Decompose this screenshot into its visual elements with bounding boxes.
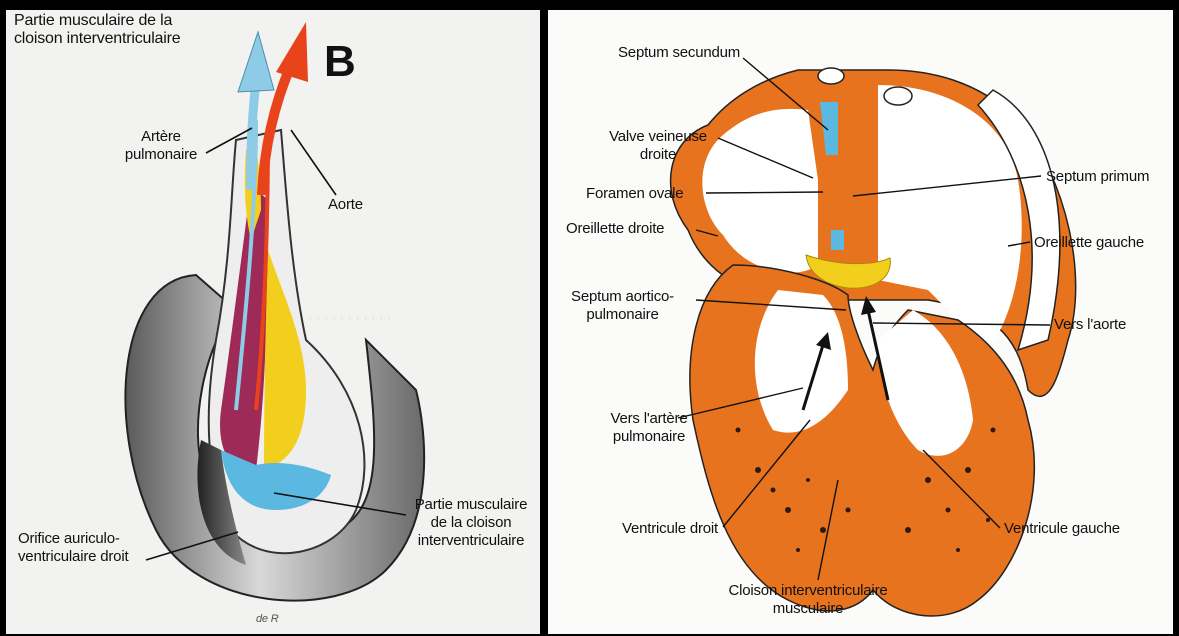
label-muscular-top: Partie musculaire de la cloison interven… <box>14 12 264 48</box>
label-vers-aorte: Vers l'aorte <box>1054 316 1126 334</box>
label-av-orifice: Orifice auriculo- ventriculaire droit <box>18 530 178 566</box>
label-valve-veineuse: Valve veineuse droite <box>593 128 723 164</box>
label-septum-secundum: Septum secundum <box>618 44 740 62</box>
label-oreillette-droite: Oreillette droite <box>566 220 664 238</box>
right-panel-heart-section: Septum secundum Valve veineuse droite Fo… <box>548 10 1173 634</box>
blue-arrow-shaft <box>251 80 256 190</box>
red-arrow-head <box>276 22 308 82</box>
label-ventricule-gauche: Ventricule gauche <box>1004 520 1120 538</box>
label-muscular-bottom: Partie musculaire de la cloison interven… <box>406 496 536 550</box>
label-oreillette-gauche: Oreillette gauche <box>1034 234 1144 252</box>
label-aorta: Aorte <box>328 196 363 214</box>
leader-foramen-ovale <box>706 192 823 193</box>
label-vers-artere: Vers l'artère pulmonaire <box>594 410 704 446</box>
septum-primum-blue <box>831 230 844 250</box>
artist-signature: de R <box>256 610 278 628</box>
panel-letter-b: B <box>324 40 356 84</box>
left-panel-conotruncal-septation: · · · · · · · · · · · · · · · <box>6 10 540 634</box>
label-pulmonary-artery: Artère pulmonaire <box>116 128 206 164</box>
label-septum-primum: Septum primum <box>1046 168 1149 186</box>
label-foramen-ovale: Foramen ovale <box>586 185 683 203</box>
label-ventricule-droit: Ventricule droit <box>622 520 718 538</box>
vessel-opening-right <box>884 87 912 105</box>
vessel-opening-left <box>818 68 844 84</box>
label-septum-aortico: Septum aortico- pulmonaire <box>550 288 695 324</box>
leader-aorta <box>291 130 336 195</box>
label-cloison: Cloison interventriculaire musculaire <box>698 582 918 618</box>
